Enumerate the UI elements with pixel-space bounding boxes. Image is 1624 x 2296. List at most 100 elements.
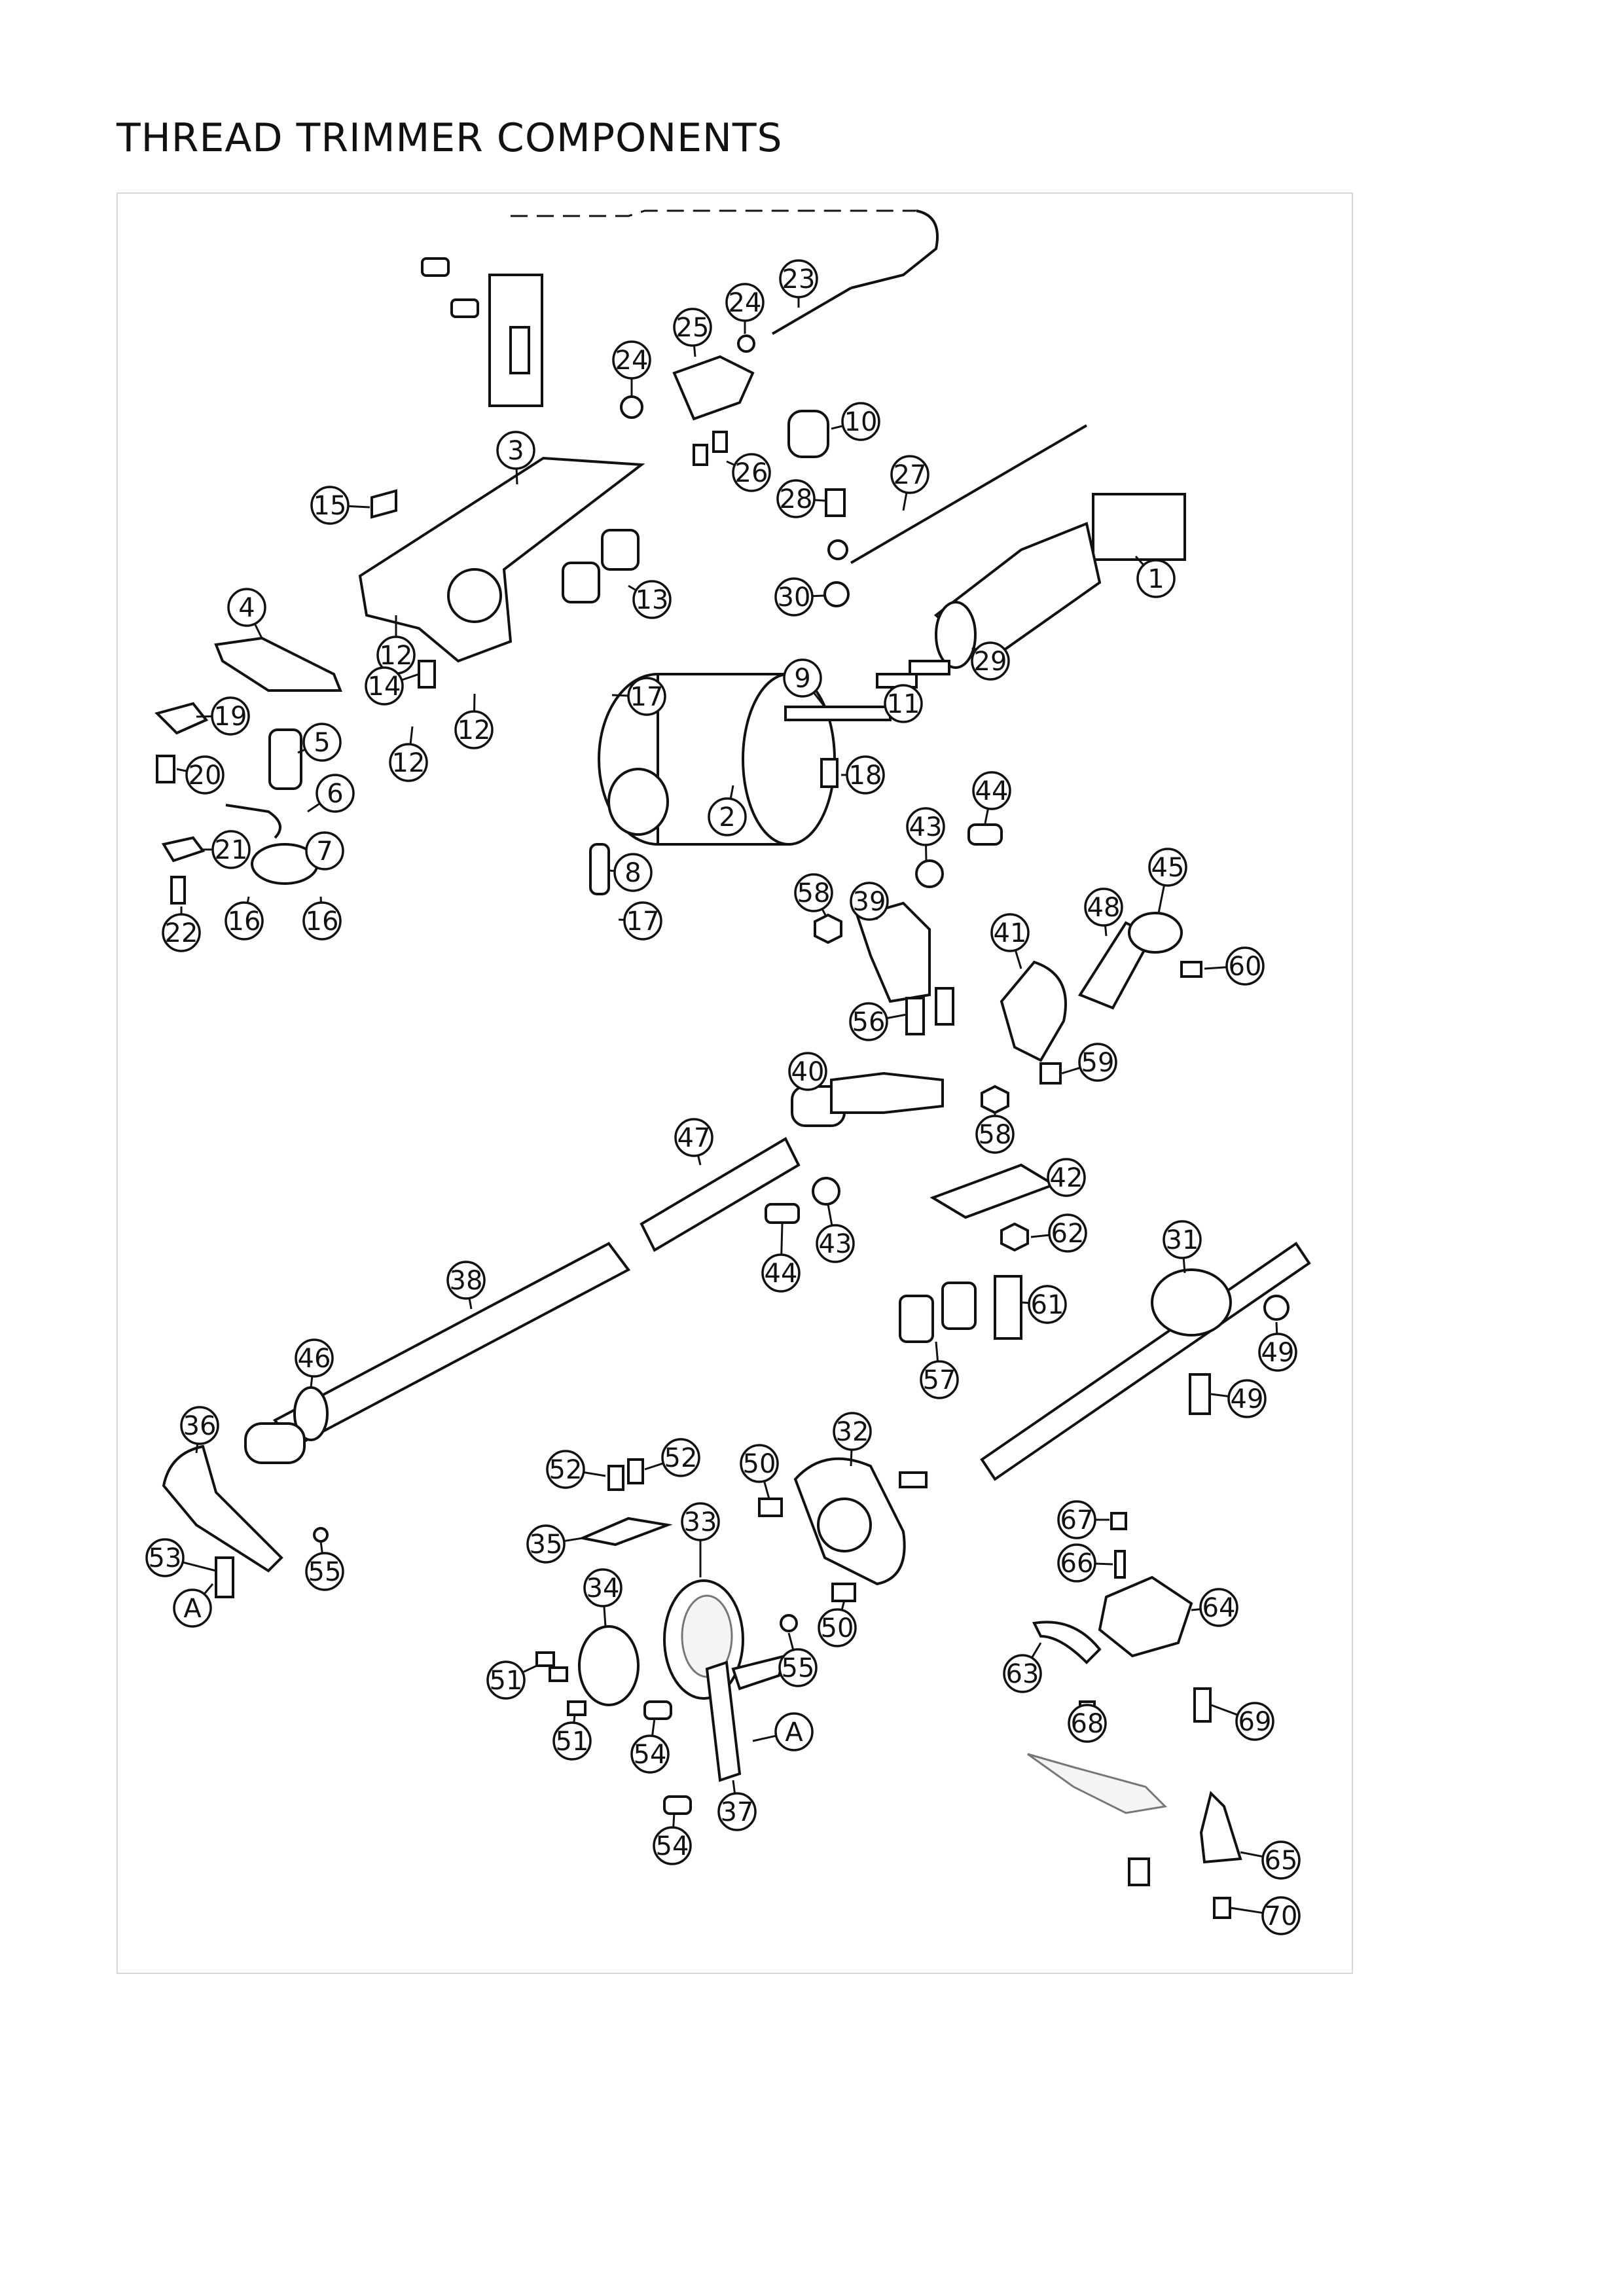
spring-47 <box>640 1137 801 1252</box>
leader-line <box>603 1605 607 1627</box>
callout-circle <box>1057 1500 1096 1539</box>
callout-43: 43 <box>816 1204 855 1263</box>
screw-52a <box>607 1465 624 1491</box>
callout-49: 49 <box>1258 1321 1297 1372</box>
callout-circle <box>846 755 885 795</box>
callout-circle <box>1227 1379 1267 1418</box>
collar-43a <box>915 859 944 888</box>
callout-number: 51 <box>556 1727 589 1757</box>
callout-33: 33 <box>681 1502 720 1577</box>
leader-line <box>310 1376 314 1388</box>
callout-number: A <box>785 1717 803 1748</box>
callout-19: 19 <box>196 696 250 736</box>
callout-circle <box>632 580 672 619</box>
callout-circle <box>162 913 201 952</box>
callout-9: 9 <box>783 658 826 708</box>
screw-50a <box>758 1498 783 1517</box>
plate-21 <box>161 836 206 863</box>
screw-67 <box>1110 1512 1127 1530</box>
callout-number: 69 <box>1238 1707 1272 1737</box>
leader-line <box>1014 950 1022 969</box>
callout-44: 44 <box>972 771 1011 824</box>
callout-16: 16 <box>302 896 342 941</box>
callout-number: 70 <box>1265 1901 1298 1931</box>
leader-line <box>840 1600 846 1611</box>
callout-40: 40 <box>788 1052 827 1091</box>
callout-number: 49 <box>1261 1338 1295 1368</box>
callout-12: 12 <box>389 726 428 782</box>
callout-circle <box>818 1608 857 1647</box>
callout-circle <box>211 696 250 736</box>
callout-circle <box>778 1648 818 1687</box>
leader-line <box>176 768 187 772</box>
callout-circle <box>1028 1285 1067 1324</box>
screw-57a <box>899 1295 934 1343</box>
callout-number: 14 <box>368 672 401 702</box>
leader-line <box>651 1717 656 1736</box>
leader-line <box>1210 1393 1229 1397</box>
leader-line <box>1182 1257 1186 1274</box>
callout-circle <box>1261 1896 1301 1935</box>
collar-43b <box>812 1177 840 1206</box>
callout-number: 20 <box>189 761 222 791</box>
callout-circle <box>681 1502 720 1541</box>
callout-circle <box>972 771 1011 810</box>
callout-59: 59 <box>1061 1043 1117 1082</box>
callout-circle <box>975 1115 1015 1154</box>
callout-30: 30 <box>774 577 825 617</box>
screw-18 <box>820 758 839 788</box>
nut-15 <box>370 489 397 519</box>
callout-number: 37 <box>721 1797 754 1827</box>
callout-circle <box>389 743 428 782</box>
leader-line <box>644 1462 664 1471</box>
callout-23: 23 <box>779 259 818 308</box>
callout-14: 14 <box>365 666 420 706</box>
leader-line <box>611 694 629 697</box>
callout-number: 55 <box>782 1653 815 1683</box>
callout-31: 31 <box>1163 1220 1202 1274</box>
link-40 <box>830 1071 944 1114</box>
callout-35: 35 <box>526 1524 583 1564</box>
callout-a: A <box>173 1583 214 1628</box>
leader-line <box>1204 966 1227 970</box>
callout-number: 17 <box>630 682 664 712</box>
callout-circle <box>446 1261 486 1300</box>
callout-number: 11 <box>887 689 920 719</box>
callout-circle <box>1163 1220 1202 1259</box>
callout-4: 4 <box>227 588 266 639</box>
leader-line <box>1210 1704 1238 1716</box>
callout-61: 61 <box>1022 1285 1067 1324</box>
nut-24b <box>737 334 755 353</box>
plate-35 <box>578 1516 673 1547</box>
leader-line <box>401 673 420 681</box>
callout-2: 2 <box>708 785 747 836</box>
callout-circle <box>486 1660 526 1700</box>
screw-22 <box>170 876 186 905</box>
callout-circle <box>1199 1588 1238 1627</box>
crank-41 <box>1000 960 1067 1062</box>
arm-36 <box>162 1444 283 1573</box>
callout-55: 55 <box>778 1632 818 1687</box>
callout-number: 19 <box>214 702 247 732</box>
screw-44a <box>967 823 1003 846</box>
leader-line <box>1157 885 1165 914</box>
callout-circle <box>180 1406 219 1445</box>
callout-circle <box>725 283 765 322</box>
nut-62 <box>1000 1222 1029 1252</box>
callout-8: 8 <box>608 853 653 892</box>
callout-circle <box>783 658 822 698</box>
callout-circle <box>583 1568 623 1607</box>
callout-circle <box>833 1412 872 1451</box>
callout-circle <box>211 830 251 869</box>
callout-46: 46 <box>295 1338 334 1388</box>
leader-line <box>902 492 908 511</box>
leader-line <box>628 584 637 592</box>
callout-43: 43 <box>906 807 945 861</box>
leader-line <box>1031 1642 1042 1659</box>
callout-circle <box>1047 1158 1086 1197</box>
bracket-3 <box>358 456 645 663</box>
callout-circle <box>717 1792 757 1831</box>
callout-circle <box>302 723 342 762</box>
knife-lever <box>1027 1753 1168 1814</box>
screw-44b <box>765 1203 800 1224</box>
